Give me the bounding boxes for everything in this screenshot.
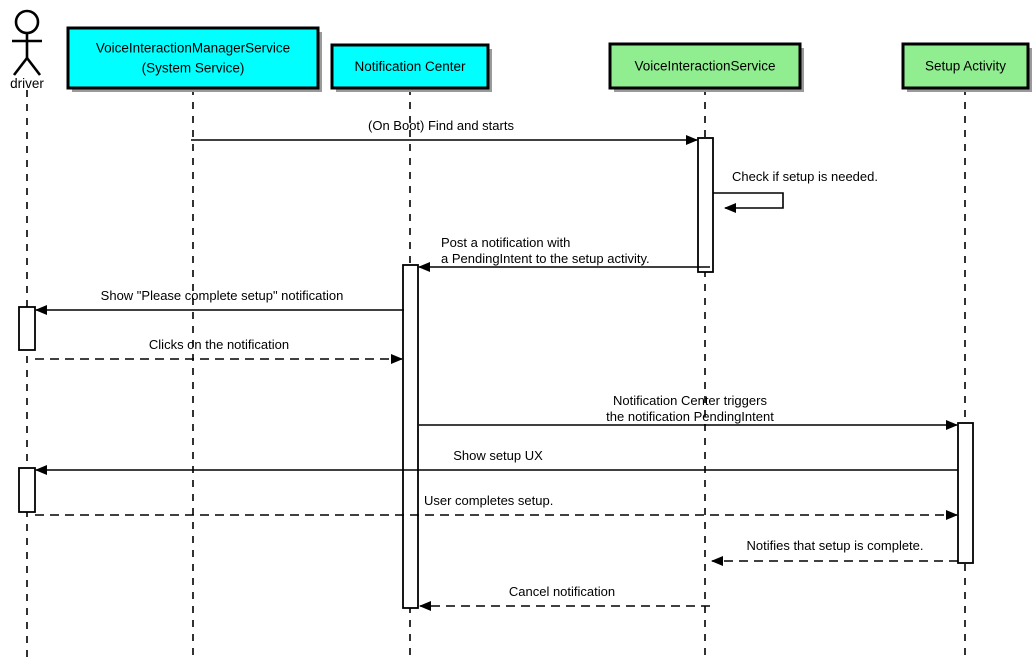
participant-box-setup_activity[interactable]: Setup Activity bbox=[901, 42, 1032, 92]
actor-label-driver: driver bbox=[10, 76, 44, 91]
message-self-arrow bbox=[713, 192, 784, 213]
message-label-msg-7: Show setup UX bbox=[453, 448, 543, 463]
message-msg-5: Clicks on the notification bbox=[35, 337, 403, 364]
message-label-msg-3: Post a notification with bbox=[441, 235, 570, 250]
actors-group: driver bbox=[10, 9, 44, 91]
participant-box-rect[interactable] bbox=[608, 42, 802, 90]
message-msg-7: Show setup UX bbox=[35, 448, 958, 475]
activation-bars-group bbox=[18, 137, 974, 609]
participant-boxes-group: VoiceInteractionManagerService (System Se… bbox=[66, 26, 1032, 92]
activation-bar-act-driver-2 bbox=[18, 467, 36, 513]
participant-box-notification_center[interactable]: Notification Center bbox=[330, 43, 492, 92]
message-label-msg-5: Clicks on the notification bbox=[149, 337, 289, 352]
message-msg-2: Check if setup is needed. bbox=[713, 169, 878, 213]
message-label-msg-3: a PendingIntent to the setup activity. bbox=[441, 251, 650, 266]
message-msg-10: Cancel notification bbox=[419, 584, 710, 611]
message-label-msg-2: Check if setup is needed. bbox=[732, 169, 878, 184]
actor-driver[interactable]: driver bbox=[10, 9, 44, 91]
message-label-msg-4: Show "Please complete setup" notificatio… bbox=[101, 288, 344, 303]
message-msg-4: Show "Please complete setup" notificatio… bbox=[35, 288, 404, 315]
actor-leg-left-icon bbox=[12, 57, 29, 76]
message-label-msg-6: the notification PendingIntent bbox=[606, 409, 774, 424]
actor-head-icon bbox=[14, 9, 40, 35]
activation-bar-act-vis-1 bbox=[697, 137, 714, 273]
message-label-msg-8: User completes setup. bbox=[424, 493, 553, 508]
participant-box-rect[interactable] bbox=[901, 42, 1030, 90]
message-label-msg-9: Notifies that setup is complete. bbox=[746, 538, 923, 553]
message-label-msg-10: Cancel notification bbox=[509, 584, 615, 599]
message-msg-9: Notifies that setup is complete. bbox=[711, 538, 958, 566]
participant-box-vims[interactable]: VoiceInteractionManagerService (System Se… bbox=[66, 26, 322, 92]
participant-label-setup_activity: Setup Activity bbox=[925, 59, 1006, 74]
participant-sublabel-vims: (System Service) bbox=[142, 61, 245, 76]
message-label-msg-6: Notification Center triggers bbox=[613, 393, 767, 408]
participant-box-rect[interactable] bbox=[330, 43, 490, 90]
activation-bar-act-driver-1 bbox=[18, 306, 36, 351]
participant-label-notification_center: Notification Center bbox=[354, 59, 466, 74]
participant-box-vis[interactable]: VoiceInteractionService bbox=[608, 42, 804, 92]
message-label-msg-1: (On Boot) Find and starts bbox=[368, 118, 514, 133]
participant-label-vims: VoiceInteractionManagerService bbox=[96, 41, 290, 56]
activation-bar-act-setup-1 bbox=[957, 422, 974, 564]
participant-label-vis: VoiceInteractionService bbox=[634, 59, 775, 74]
activation-bar-act-nc-1 bbox=[402, 264, 419, 609]
participant-box-rect[interactable] bbox=[66, 26, 320, 90]
message-msg-8: User completes setup. bbox=[35, 493, 958, 520]
message-msg-1: (On Boot) Find and starts bbox=[191, 118, 698, 145]
actor-leg-right-icon bbox=[25, 57, 42, 76]
